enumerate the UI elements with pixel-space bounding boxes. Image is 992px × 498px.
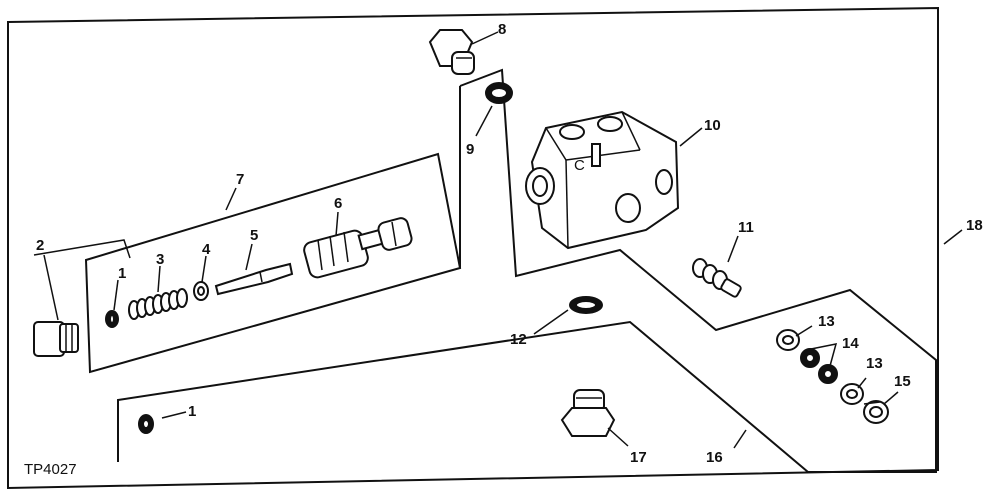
spring-part-3 — [128, 288, 188, 320]
callout-1b: 1 — [188, 403, 196, 420]
callout-18: 18 — [966, 217, 983, 234]
callout-14: 14 — [842, 335, 859, 352]
callout-3: 3 — [156, 251, 164, 268]
callout-9: 9 — [466, 141, 474, 158]
oring-part-14b-hole — [823, 369, 833, 379]
leader-lines — [33, 31, 963, 449]
callout-11: 11 — [738, 219, 754, 236]
plug-part-2 — [33, 321, 79, 357]
valve-housing-part-10: C — [525, 110, 680, 250]
oring-part-12-hole — [575, 300, 597, 310]
oring-part-9-hole — [490, 87, 508, 99]
washer-part-13a-hole — [782, 335, 794, 345]
nut-part-15 — [863, 400, 889, 424]
callout-13a: 13 — [818, 313, 835, 330]
pin-part-5 — [214, 262, 294, 296]
callout-17: 17 — [630, 449, 647, 466]
callout-10: 10 — [704, 117, 721, 134]
washer-part-4-hole — [197, 286, 205, 296]
callout-5: 5 — [250, 227, 258, 244]
plug-part-17 — [560, 389, 616, 437]
callout-12: 12 — [510, 331, 527, 348]
callout-2: 2 — [36, 237, 44, 254]
plug-part-8 — [428, 29, 475, 75]
washer-part-13b-hole — [846, 389, 858, 399]
oring-part-1b-hole — [142, 419, 150, 429]
valve-parts-panel — [84, 152, 462, 374]
callout-7: 7 — [236, 171, 244, 188]
outer-frame — [7, 6, 939, 490]
figure-id: TP4027 — [24, 461, 77, 478]
housing-panel-outline — [117, 68, 937, 473]
oring-part-1a-hole — [109, 314, 115, 324]
callout-13b: 13 — [866, 355, 883, 372]
spool-part-6 — [303, 217, 413, 279]
svg-text:C: C — [574, 157, 585, 174]
callout-4: 4 — [202, 241, 211, 258]
callout-1a: 1 — [118, 265, 126, 282]
callout-8: 8 — [498, 21, 506, 38]
oring-part-14a-hole — [805, 353, 815, 363]
callout-6: 6 — [334, 195, 342, 212]
callout-16: 16 — [706, 449, 723, 466]
callout-15: 15 — [894, 373, 911, 390]
fitting-part-11 — [692, 258, 742, 298]
